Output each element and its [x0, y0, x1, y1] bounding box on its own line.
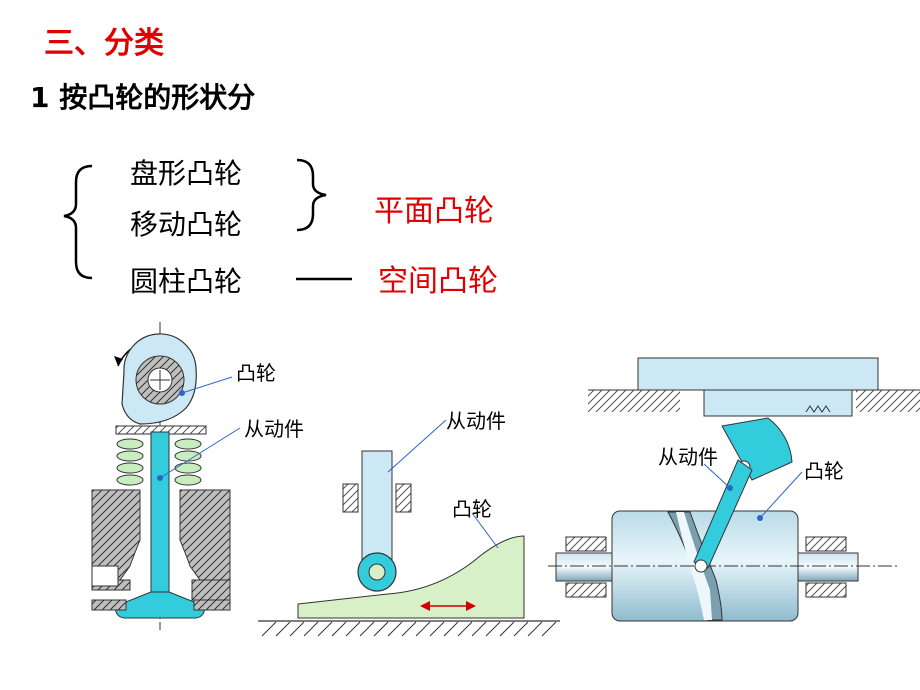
- valve-head: [115, 591, 205, 619]
- translating-follower-label: 从动件: [446, 409, 506, 433]
- swing-sector: [721, 417, 793, 481]
- cylindrical-cam-label: 凸轮: [804, 459, 844, 483]
- motion-arrow: [420, 601, 476, 611]
- translating-follower: [361, 450, 393, 570]
- disk-follower-label: 从动件: [244, 417, 304, 441]
- engine-head: [91, 489, 141, 581]
- valve-spring: [116, 438, 202, 486]
- right-brace: [296, 158, 327, 232]
- disk-cam-figure: [91, 322, 241, 630]
- left-brace: [63, 164, 93, 280]
- list-item-disk-cam: 盘形凸轮: [130, 157, 243, 190]
- planar-cam-label: 平面凸轮: [374, 194, 494, 229]
- subsection-heading: 1 按凸轮的形状分: [30, 81, 256, 114]
- section-heading: 三、分类: [44, 26, 164, 61]
- spatial-cam-label: 空间凸轮: [378, 264, 498, 299]
- disk-cam-label: 凸轮: [236, 361, 276, 385]
- valve-stem: [150, 431, 170, 593]
- follower-arm: [693, 459, 753, 569]
- translating-cam-label: 凸轮: [452, 497, 492, 521]
- translating-cam-figure: [258, 419, 560, 637]
- list-item-cylindrical-cam: 圆柱凸轮: [130, 265, 243, 298]
- list-item-translating-cam: 移动凸轮: [130, 208, 243, 241]
- translating-cam: [297, 535, 525, 619]
- cylindrical-cam-figure: [548, 357, 920, 622]
- cylindrical-follower-label: 从动件: [658, 445, 718, 469]
